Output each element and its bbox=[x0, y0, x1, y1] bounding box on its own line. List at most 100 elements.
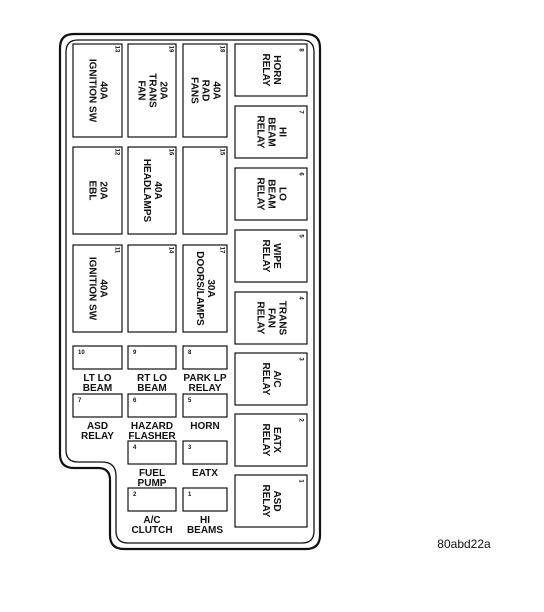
relay-slot bbox=[234, 43, 308, 97]
relay-label: FAN bbox=[265, 308, 276, 328]
relay-number: 7 bbox=[297, 110, 303, 114]
fuse-label: TRANS bbox=[146, 73, 157, 108]
fuse-label: 40A bbox=[97, 81, 108, 99]
mini-fuse-number: 5 bbox=[188, 398, 192, 404]
relay-label: RELAY bbox=[260, 424, 271, 457]
mini-fuse-number: 4 bbox=[133, 445, 137, 451]
mini-fuse-label: RELAY bbox=[189, 383, 222, 394]
fuse-label: 20A bbox=[157, 81, 168, 99]
fuse-label: FAN bbox=[135, 81, 146, 101]
fuse-number: 14 bbox=[167, 247, 173, 254]
mini-fuse-label: HORN bbox=[190, 421, 219, 432]
mini-fuse-number: 3 bbox=[188, 445, 192, 451]
fuse-15: 15 bbox=[182, 146, 228, 235]
mini-fuse-label: A/C bbox=[143, 515, 160, 526]
fuse-label: 40A bbox=[152, 181, 163, 199]
mini-fuse-label: LT LO bbox=[83, 373, 111, 384]
fuse-label: 20A bbox=[97, 181, 108, 199]
mini-fuse-number: 10 bbox=[78, 350, 85, 356]
fuse-label: 30A bbox=[205, 279, 216, 297]
relay-number: 1 bbox=[297, 479, 303, 483]
relay-label: BEAM bbox=[265, 179, 276, 208]
mini-fuse-label: HI bbox=[200, 515, 210, 526]
relay-slot bbox=[234, 352, 308, 406]
relay-label: HI bbox=[276, 127, 287, 137]
fuse-slot bbox=[72, 244, 123, 333]
relay-slot bbox=[234, 413, 308, 467]
fuse-label: HEADLAMPS bbox=[141, 159, 152, 223]
fuse-label: RAD bbox=[199, 80, 210, 102]
mini-fuse-label: BEAM bbox=[83, 383, 112, 394]
fuse-number: 13 bbox=[113, 46, 119, 53]
fuse-number: 16 bbox=[167, 149, 173, 156]
mini-fuse-label: CLUTCH bbox=[131, 525, 172, 536]
mini-fuse-label: FLASHER bbox=[128, 431, 176, 442]
mini-fuse-slot bbox=[182, 393, 228, 418]
relay-label: RELAY bbox=[254, 178, 265, 211]
fuse-slot bbox=[127, 244, 177, 333]
fuse-label: IGNITION SW bbox=[86, 257, 97, 321]
mini-fuse-number: 6 bbox=[133, 398, 137, 404]
fuse-slot bbox=[72, 43, 123, 138]
mini-fuse-slot bbox=[72, 393, 123, 418]
mini-fuse-label: EATX bbox=[192, 468, 218, 479]
relay-slot bbox=[234, 291, 308, 345]
fuse-number: 18 bbox=[218, 46, 224, 53]
relay-label: RELAY bbox=[254, 302, 265, 335]
mini-fuse-label: ASD bbox=[87, 421, 108, 432]
fuse-number: 19 bbox=[167, 46, 173, 53]
mini-fuse-slot bbox=[127, 440, 177, 465]
fuse-number: 12 bbox=[113, 149, 119, 156]
fuse-label: FANS bbox=[188, 77, 199, 104]
relay-label: RELAY bbox=[260, 54, 271, 87]
relay-label: A/C bbox=[271, 370, 282, 387]
relay-label: BEAM bbox=[265, 117, 276, 146]
relay-label: HORN bbox=[271, 55, 282, 84]
fuse-block-inner-outline bbox=[65, 39, 315, 544]
relay-label: LO bbox=[276, 187, 287, 201]
fuse-slot bbox=[182, 146, 228, 235]
fuse-slot bbox=[182, 244, 228, 333]
relay-label: RELAY bbox=[260, 363, 271, 396]
mini-fuse-slot bbox=[127, 345, 177, 370]
fuse-label: 40A bbox=[97, 279, 108, 297]
mini-fuse-label: PUMP bbox=[138, 478, 167, 489]
relay-label: RELAY bbox=[254, 116, 265, 149]
relay-slot bbox=[234, 105, 308, 159]
mini-fuse-number: 8 bbox=[188, 350, 192, 356]
relay-label: WIPE bbox=[271, 243, 282, 269]
relay-label: EATX bbox=[271, 427, 282, 453]
mini-fuse-label: BEAMS bbox=[187, 525, 223, 536]
fuse-14: 14 bbox=[127, 244, 177, 333]
mini-fuse-number: 9 bbox=[133, 350, 137, 356]
mini-fuse-label: BEAM bbox=[137, 383, 166, 394]
fuse-number: 11 bbox=[113, 247, 119, 254]
relay-number: 3 bbox=[297, 357, 303, 361]
mini-fuse-number: 1 bbox=[188, 492, 192, 498]
fuse-number: 17 bbox=[218, 247, 224, 254]
fuse-slot bbox=[127, 43, 177, 138]
mini-fuse-number: 2 bbox=[133, 492, 137, 498]
mini-fuse-label: HAZARD bbox=[131, 421, 173, 432]
mini-fuse-number: 7 bbox=[78, 398, 82, 404]
figure-id: 80abd22a bbox=[437, 537, 491, 551]
mini-fuse-label: RT LO bbox=[137, 373, 167, 384]
relay-number: 2 bbox=[297, 418, 303, 422]
relay-number: 8 bbox=[297, 48, 303, 52]
